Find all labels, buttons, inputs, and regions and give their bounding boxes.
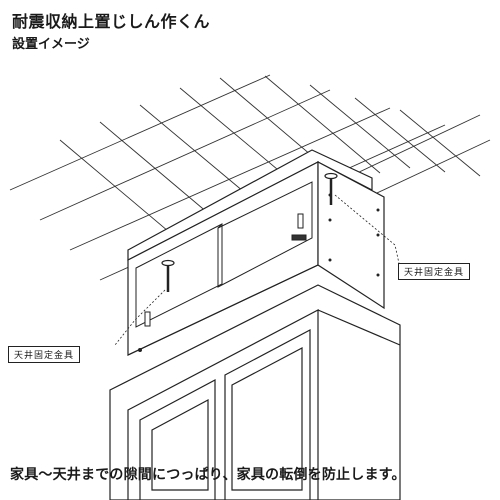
callout-ceiling-bracket-right: 天井固定金具 <box>398 263 471 280</box>
page-title: 耐震収納上置じしん作くん <box>12 12 211 31</box>
lower-cabinet <box>109 284 401 500</box>
page-subtitle: 設置イメージ <box>12 37 90 52</box>
fixing-bracket-right <box>324 172 338 205</box>
leader-lines <box>114 194 401 346</box>
callout-ceiling-bracket-left: 天井固定金具 <box>8 346 81 363</box>
sliding-doors <box>135 181 313 328</box>
base-shelf <box>127 264 319 356</box>
fixing-bracket-left <box>161 259 175 292</box>
caption-text: 家具〜天井までの隙間につっぱり、家具の転倒を防止します。 <box>10 467 406 483</box>
